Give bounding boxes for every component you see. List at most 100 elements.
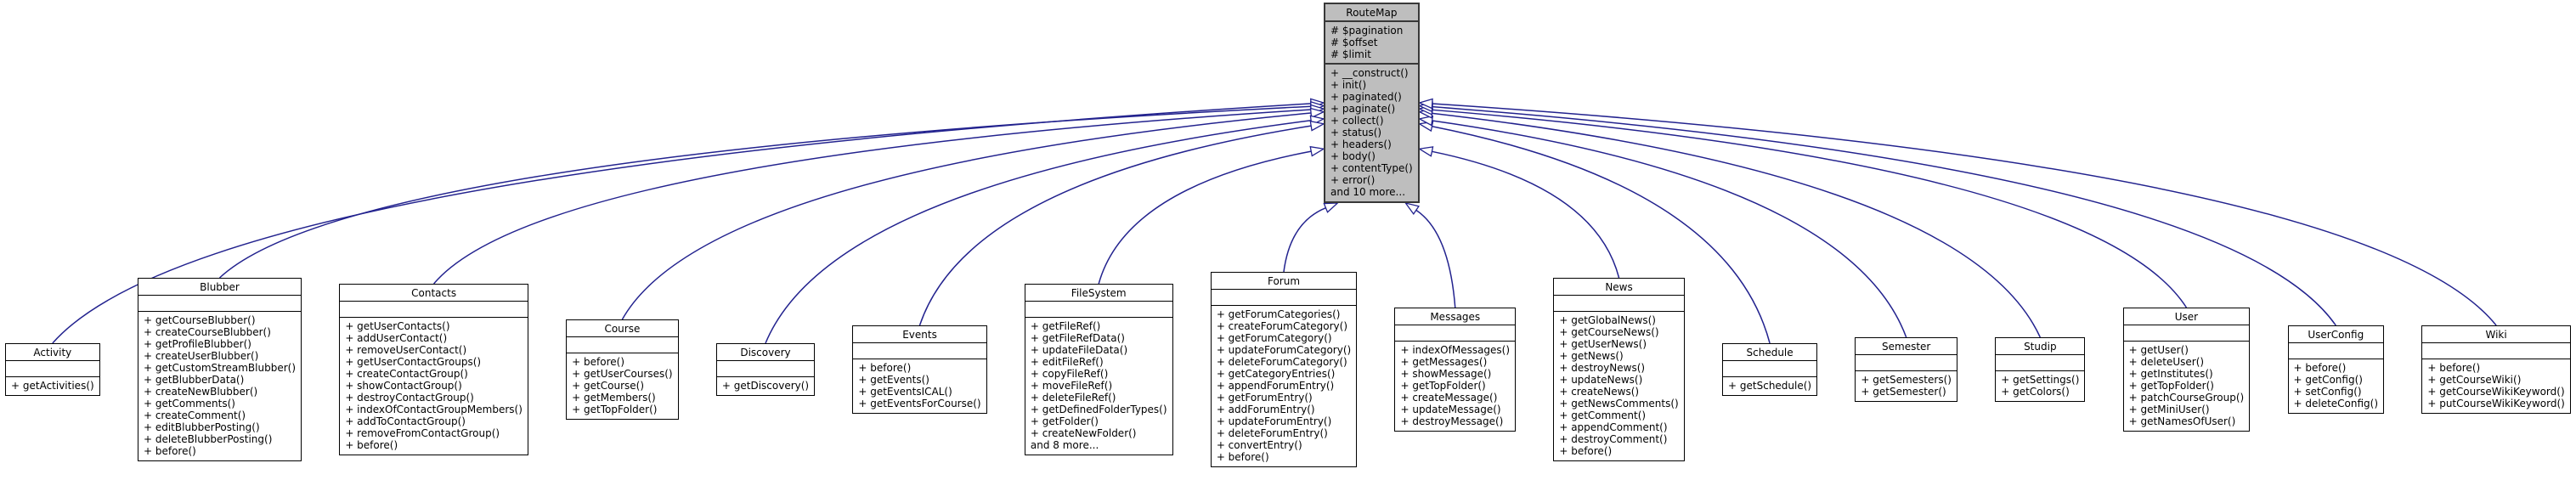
methods-section: + getGlobalNews()+ getCourseNews()+ getU… — [1554, 312, 1683, 460]
class-discovery[interactable]: Discovery + getDiscovery() — [715, 343, 816, 396]
methods-section: + before()+ getCourseWiki()+ getCourseWi… — [2422, 359, 2570, 413]
uml-method: + before() — [345, 439, 398, 451]
inheritance-edge — [433, 109, 1312, 285]
uml-method: + moveFileRef() — [1030, 380, 1113, 392]
methods-section: + getCourseBlubber()+ createCourseBlubbe… — [138, 312, 301, 460]
uml-method: + getNews() — [1559, 350, 1624, 362]
uml-method: + destroyNews() — [1559, 362, 1646, 374]
uml-method: + getSemester() — [1861, 386, 1946, 398]
class-filesystem[interactable]: FileSystem + getFileRef()+ getFileRefDat… — [1024, 284, 1173, 455]
attributes-section — [716, 360, 815, 377]
class-schedule[interactable]: Schedule + getSchedule() — [1722, 343, 1818, 396]
inheritance-edge — [1432, 150, 1620, 279]
uml-method: + getTopFolder() — [572, 404, 658, 415]
class-messages[interactable]: Messages + indexOfMessages()+ getMessage… — [1394, 308, 1517, 432]
uml-attribute: # $limit — [1330, 48, 1371, 60]
class-title: FileSystem — [1071, 287, 1127, 299]
generalization-arrowhead — [1404, 201, 1420, 216]
uml-method: + deleteBlubberPosting() — [143, 433, 273, 445]
inheritance-edge — [218, 105, 1312, 279]
inheritance-edge — [1415, 209, 1456, 308]
class-title: Discovery — [740, 347, 791, 359]
class-forum[interactable]: Forum + getForumCategories()+ createForu… — [1210, 272, 1358, 467]
class-blubber[interactable]: Blubber + getCourseBlubber()+ createCour… — [137, 278, 302, 461]
class-routemap: RouteMap # $pagination# $offset# $limit … — [1324, 3, 1420, 203]
uml-method: + updateFileData() — [1030, 344, 1128, 356]
uml-method: + getMessages() — [1400, 356, 1488, 368]
uml-method: + getUserContactGroups() — [345, 356, 482, 368]
uml-method: + destroyComment() — [1559, 433, 1668, 445]
class-title: Forum — [1267, 275, 1301, 287]
uml-method: + deleteFileRef() — [1030, 392, 1116, 404]
class-news[interactable]: News + getGlobalNews()+ getCourseNews()+… — [1553, 278, 1685, 461]
uml-method: + updateMessage() — [1400, 404, 1501, 415]
uml-attribute: # $offset — [1330, 37, 1378, 48]
generalization-arrowhead — [1309, 107, 1325, 119]
inheritance-edge — [1432, 120, 1907, 338]
attributes-section — [853, 342, 986, 359]
class-contacts[interactable]: Contacts + getUserContacts()+ addUserCon… — [339, 284, 528, 455]
class-title: News — [1605, 281, 1633, 293]
uml-method: + indexOfMessages() — [1400, 344, 1511, 356]
uml-method: + createCourseBlubber() — [143, 326, 271, 338]
uml-method: + getComments() — [143, 398, 235, 409]
uml-method: + init() — [1330, 79, 1367, 91]
inheritance-edge — [1432, 112, 2041, 338]
uml-method: + addUserContact() — [345, 332, 448, 344]
uml-method: + copyFileRef() — [1030, 368, 1109, 380]
attributes-section — [567, 336, 678, 353]
uml-method: + destroyMessage() — [1400, 415, 1504, 427]
class-title: Schedule — [1746, 347, 1794, 359]
uml-method: + updateForumCategory() — [1216, 344, 1352, 356]
uml-method: + getCourseWikiKeyword() — [2427, 386, 2565, 398]
uml-method: + getBlubberData() — [143, 374, 245, 386]
class-events[interactable]: Events + before()+ getEvents()+ getEvent… — [852, 325, 987, 414]
class-title: Contacts — [411, 287, 457, 299]
uml-method: + getDefinedFolderTypes() — [1030, 404, 1167, 415]
generalization-arrowhead — [1417, 146, 1434, 157]
uml-method: + contentType() — [1330, 162, 1413, 174]
methods-section: + getSemesters()+ getSemester() — [1856, 371, 1957, 401]
uml-method: + updateForumEntry() — [1216, 415, 1332, 427]
uml-method: + deleteForumEntry() — [1216, 427, 1328, 439]
attributes-section — [1395, 325, 1516, 342]
class-user[interactable]: User + getUser()+ deleteUser()+ getInsti… — [2122, 308, 2251, 432]
uml-method: + getDiscovery() — [721, 380, 810, 392]
uml-method: + getFolder() — [1030, 415, 1099, 427]
attributes-section — [1554, 295, 1684, 312]
class-title: UserConfig — [2308, 329, 2364, 341]
class-course[interactable]: Course + before()+ getUserCourses()+ get… — [566, 319, 679, 420]
uml-method: + paginated() — [1330, 91, 1402, 103]
uml-method: + getComment() — [1559, 409, 1647, 421]
class-userconfig[interactable]: UserConfig + before()+ getConfig()+ setC… — [2287, 325, 2385, 414]
uml-method: + getForumCategories() — [1216, 308, 1341, 320]
uml-method: + getSemesters() — [1861, 374, 1952, 386]
methods-section: + getDiscovery() — [717, 377, 814, 395]
methods-section: + getSchedule() — [1723, 377, 1816, 395]
class-activity[interactable]: Activity + getActivities() — [5, 343, 100, 396]
uml-method: + removeUserContact() — [345, 344, 467, 356]
uml-method: + createNews() — [1559, 386, 1640, 398]
uml-method: + setConfig() — [2293, 386, 2362, 398]
class-wiki[interactable]: Wiki + before()+ getCourseWiki()+ getCou… — [2421, 325, 2571, 414]
class-title: User — [2174, 311, 2199, 323]
attributes-section — [6, 360, 99, 377]
uml-method: + indexOfContactGroupMembers() — [345, 404, 523, 415]
uml-method: + getFileRef() — [1030, 320, 1101, 332]
attributes-section: # $pagination# $offset# $limit — [1325, 20, 1418, 65]
uml-method: + getProfileBlubber() — [143, 338, 251, 350]
class-semester[interactable]: Semester + getSemesters()+ getSemester() — [1855, 337, 1957, 402]
uml-method: and 10 more... — [1330, 186, 1406, 198]
methods-section: + before()+ getUserCourses()+ getCourse(… — [567, 353, 677, 419]
attributes-section — [1996, 354, 2085, 371]
inheritance-edge — [1098, 150, 1312, 285]
generalization-arrowhead — [1309, 120, 1325, 132]
class-studip[interactable]: Studip + getSettings()+ getColors() — [1995, 337, 2086, 402]
methods-section: + getUserContacts()+ addUserContact()+ r… — [340, 318, 528, 455]
uml-method: + createNewBlubber() — [143, 386, 258, 398]
uml-method: + getUserContacts() — [345, 320, 450, 332]
methods-section: + getUser()+ deleteUser()+ getInstitutes… — [2124, 342, 2250, 431]
uml-method: + before() — [858, 362, 912, 374]
uml-method: + getEventsForCourse() — [858, 398, 981, 409]
